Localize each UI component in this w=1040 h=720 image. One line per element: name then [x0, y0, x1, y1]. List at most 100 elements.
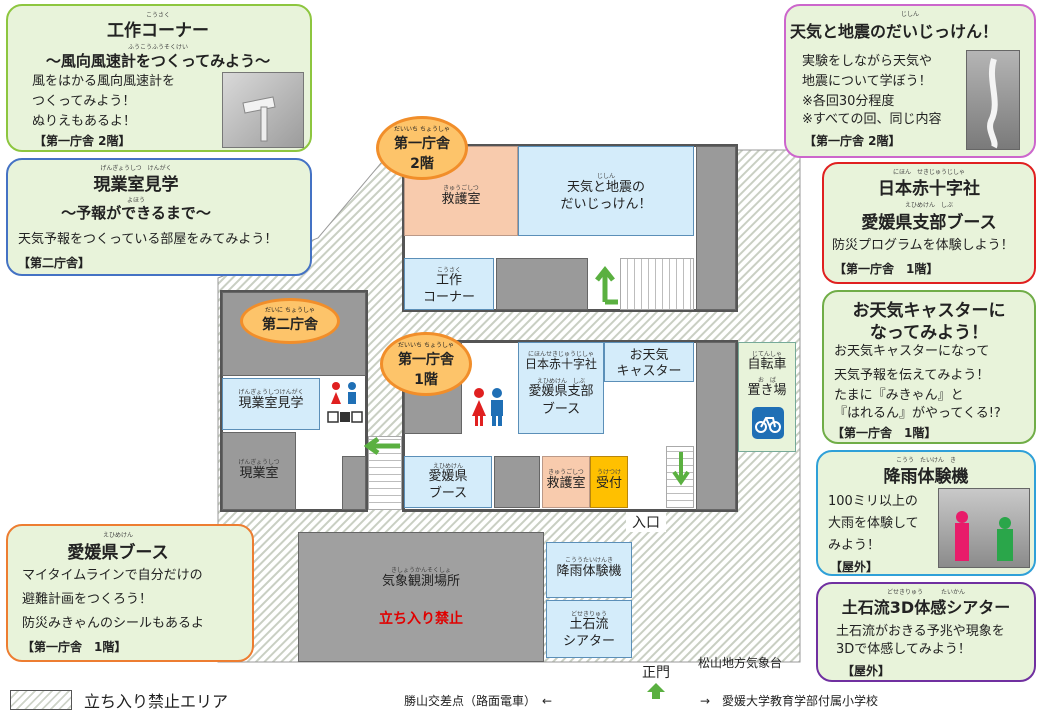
room-rain-machine[interactable]: こううたいけんき 降雨体験機 — [546, 542, 632, 598]
card-location: 【第一庁舎 2階】 — [804, 134, 901, 148]
card-genba[interactable]: げんぎょうしつ けんがく 現業室見学 よほう ～予報ができるまで～ 天気予報をつ… — [6, 158, 312, 276]
room-ruby: じてんしゃ — [751, 351, 782, 358]
card-line: 『はれるん』がやってくる!? — [834, 406, 1001, 421]
card-caster[interactable]: お天気キャスターに なってみよう！ お天気キャスターになって 天気予報を伝えてみ… — [822, 290, 1036, 444]
card-location: 【第一庁舎 1階】 — [832, 426, 937, 440]
legend-label: 立ち入り禁止エリア — [84, 692, 229, 711]
card-title: 天気と地震のだいじっけん！ — [790, 22, 999, 41]
card-subtitle-ruby: えひめけん しぶ — [904, 202, 953, 209]
room-label: ブース — [428, 486, 468, 501]
room-gray-b2-bottom — [342, 456, 366, 510]
room-label: 気象観測場所 — [381, 574, 460, 589]
direction-left: 勝山交差点（路面電車） ← — [404, 694, 553, 708]
room-ruby: きしょうかんそくしょ — [390, 567, 451, 574]
card-line: 防災みきゃんのシールもあるよ — [22, 616, 205, 631]
card-ehime[interactable]: えひめけん 愛媛県ブース マイタイムラインで自分だけの 避難計画をつくろう！ 防… — [6, 524, 254, 662]
badge-building2: だいに ちょうしゃ 第二庁舎 — [240, 298, 340, 344]
corridor-arrow-up — [590, 258, 620, 310]
card-tenki[interactable]: じしん 天気と地震のだいじっけん！ 実験をしながら天気や 地震について学ぼう！ … — [784, 4, 1036, 158]
legend-swatch — [10, 690, 72, 710]
entrance-label[interactable]: 入口 — [626, 512, 666, 532]
room-ruby: にほんせきじゅうじしゃ — [527, 351, 594, 358]
room-tenki-experiment[interactable]: じしん 天気と地震の だいじっけん！ — [518, 146, 694, 236]
room-gray-1f-bottom — [494, 456, 540, 508]
badge-building1-2f: だいいち ちょうしゃ 第一庁舎 2階 — [376, 116, 468, 180]
card-title-ruby: えひめけん — [102, 532, 133, 539]
room-gray-2f-mid — [496, 258, 588, 310]
card-title: お天気キャスターに — [852, 301, 1006, 321]
card-title-ruby: げんぎょうしつ けんがく — [100, 165, 172, 172]
card-line: ぬりえもあるよ！ — [32, 114, 137, 129]
card-title: なってみよう！ — [869, 323, 989, 343]
corridor-arrow-down — [670, 450, 692, 490]
card-location: 【第一庁舎 1階】 — [834, 262, 939, 276]
room-label: 現業室見学 — [238, 396, 304, 411]
card-line: 防災プログラムを体験しよう！ — [832, 238, 1014, 253]
room-redcross-booth[interactable]: にほんせきじゅうじしゃ 日本赤十字社 えひめけん しぶ 愛媛県支部 ブース — [518, 342, 604, 434]
card-title-ruby: にほん せきじゅうじしゃ — [892, 169, 965, 176]
room-label: 愛媛県 — [428, 469, 468, 484]
room-label: 現業室 — [239, 466, 279, 481]
room-ruby: げんぎょうしつけんがく — [238, 389, 304, 396]
room-kyugo-1f[interactable]: きゅうごしつ 救護室 — [542, 456, 590, 508]
card-rain[interactable]: こうう たいけん き 降雨体験機 100ミリ以上の 大雨を体験して みよう！ 【… — [816, 450, 1036, 576]
card-subtitle-ruby: よほう — [126, 197, 145, 204]
room-gray-2f-right — [696, 146, 736, 310]
room-genba-kengaku[interactable]: げんぎょうしつけんがく 現業室見学 — [222, 378, 320, 430]
card-title-ruby: こうう たいけん き — [895, 457, 956, 464]
card-line: 土石流がおきる予兆や現象を — [836, 624, 1005, 639]
room-label: 工作 — [435, 273, 462, 288]
room-ruby: きゅうごしつ — [443, 185, 479, 192]
room-genba[interactable]: げんぎょうしつ 現業室 — [222, 432, 296, 510]
card-location: 【屋外】 — [830, 560, 879, 574]
room-ruby: こううたいけんき — [564, 557, 613, 564]
room-kansoku[interactable]: きしょうかんそくしょ 気象観測場所 立ち入り禁止 — [298, 532, 544, 662]
badge-name: 第一庁舎 — [394, 136, 450, 152]
card-title-ruby: どせきりゅう たいかん — [886, 589, 965, 596]
badge-ruby: だいに ちょうしゃ — [265, 307, 315, 314]
card-line: 大雨を体験して — [828, 516, 919, 531]
card-line: 天気予報を伝えてみよう！ — [834, 368, 990, 383]
room-ruby: お ば — [757, 377, 776, 384]
room-label: 受付 — [595, 476, 622, 491]
office-name: 松山地方気象台 — [698, 656, 783, 670]
room-reception[interactable]: うけつけ 受付 — [590, 456, 628, 508]
card-line: たまに『みきゃん』と — [834, 388, 964, 403]
card-title: 現業室見学 — [93, 175, 179, 195]
experiment-photo — [966, 50, 1020, 150]
card-line: 避難計画をつくろう！ — [22, 592, 153, 607]
card-line: つくってみよう！ — [32, 94, 136, 109]
room-ehime-booth[interactable]: えひめけん 愛媛県 ブース — [404, 456, 492, 508]
room-ruby: きゅうごしつ — [548, 469, 584, 476]
room-label: キャスター — [616, 364, 682, 379]
card-line: 実験をしながら天気や — [802, 54, 933, 69]
card-line: マイタイムラインで自分だけの — [22, 568, 203, 583]
card-redcross[interactable]: にほん せきじゅうじしゃ 日本赤十字社 えひめけん しぶ 愛媛県支部ブース 防災… — [822, 162, 1036, 284]
card-title: 降雨体験機 — [883, 467, 969, 487]
room-label: 土石流 — [569, 617, 609, 632]
main-gate-label[interactable]: 正門 — [642, 665, 670, 681]
room-label: シアター — [562, 634, 615, 649]
card-title: 愛媛県ブース — [67, 543, 169, 563]
card-line: みよう！ — [828, 538, 881, 553]
main-gate-arrow-icon — [646, 682, 666, 700]
room-weather-caster[interactable]: お天気 キャスター — [604, 342, 694, 382]
card-kosaku[interactable]: こうさく 工作コーナー ふうこうふうそくけい ～風向風速計をつくってみよう～ 風… — [6, 4, 312, 152]
badge-floor: 1階 — [414, 372, 438, 388]
card-line: お天気キャスターになって — [834, 344, 990, 359]
card-location: 【屋外】 — [842, 664, 891, 678]
card-line: ※すべての回、同じ内容 — [802, 112, 942, 127]
corridor-arrow-left — [363, 436, 404, 456]
room-label: だいじっけん！ — [560, 197, 652, 212]
room-label: 日本赤十字社 — [524, 357, 597, 371]
badge-name: 第二庁舎 — [262, 317, 318, 333]
bike-parking[interactable]: じてんしゃ 自転車 お ば 置き場 — [738, 342, 796, 452]
room-debris-theater[interactable]: どせきりゅう 土石流 シアター — [546, 600, 632, 658]
card-subtitle: ～予報ができるまで～ — [61, 204, 211, 222]
room-kosaku[interactable]: こうさく 工作 コーナー — [404, 258, 494, 310]
room-ruby: げんぎょうしつ — [238, 459, 280, 466]
room-label: ブース — [541, 402, 581, 417]
room-label: お天気 — [629, 348, 669, 363]
card-debris[interactable]: どせきりゅう たいかん 土石流3D体感シアター 土石流がおきる予兆や現象を 3D… — [816, 582, 1036, 682]
card-location: 【第二庁舎】 — [18, 256, 91, 270]
